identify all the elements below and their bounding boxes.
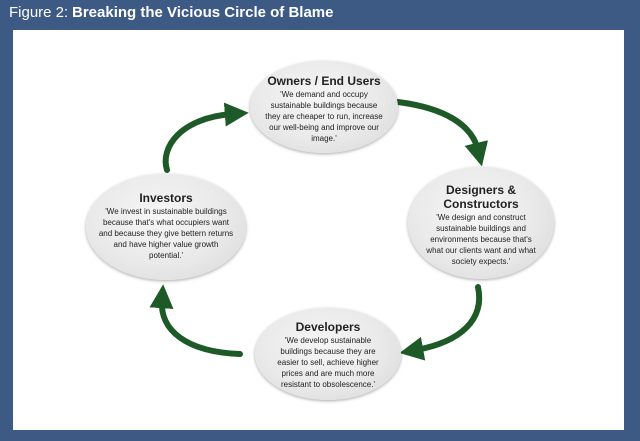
- arrow-owners-to-designers: [395, 99, 488, 167]
- node-investors: Investors 'We invest in sustainable buil…: [86, 174, 246, 280]
- node-owners-end-users: Owners / End Users 'We demand and occupy…: [250, 61, 398, 153]
- node-title: Investors: [139, 191, 193, 205]
- node-title: Owners / End Users: [267, 74, 381, 88]
- arrow-designers-to-developers: [399, 284, 483, 361]
- figure-label: Figure 2:: [9, 4, 69, 21]
- node-developers: Developers 'We develop sustainable build…: [255, 308, 401, 400]
- figure-title: Breaking the Vicious Circle of Blame: [72, 4, 334, 21]
- arrow-developers-to-investors: [149, 284, 243, 357]
- node-quote: 'We develop sustainable buildings becaus…: [277, 336, 379, 389]
- arrow-investors-to-owners: [162, 102, 249, 173]
- node-title: Developers: [295, 320, 361, 334]
- node-title: Designers & Constructors: [443, 183, 519, 211]
- node-quote: 'We design and construct sustainable bui…: [426, 213, 536, 266]
- node-quote: 'We invest in sustainable buildings beca…: [98, 207, 234, 260]
- node-quote: 'We demand and occupy sustainable buildi…: [265, 90, 383, 143]
- figure-header: Figure 2: Breaking the Vicious Circle of…: [0, 0, 640, 26]
- node-designers-constructors: Designers & Constructors 'We design and …: [408, 167, 554, 279]
